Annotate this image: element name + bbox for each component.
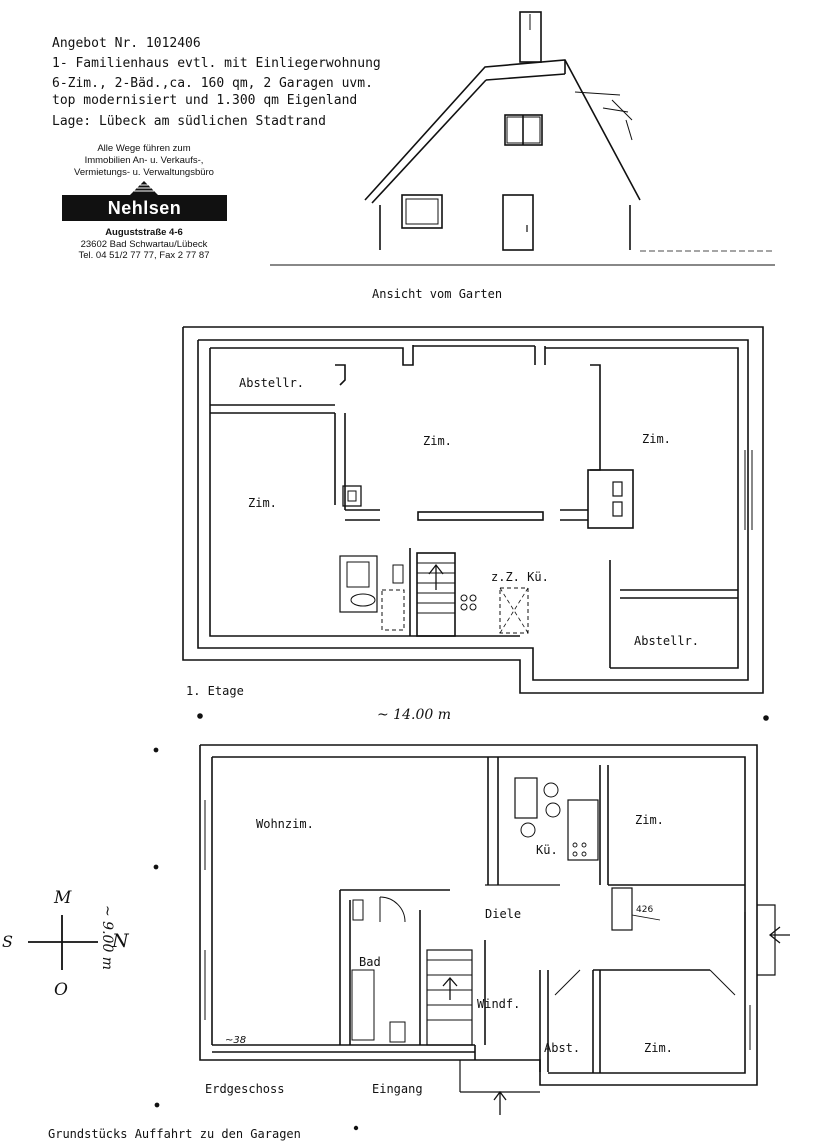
offer-line-modernized: top modernisiert und 1.300 qm Eigenland	[52, 93, 358, 108]
wall-thickness-note: ~38	[225, 1035, 247, 1046]
kitchen-counter-note: 426	[636, 905, 654, 915]
ground-floor-plan	[199, 744, 790, 1115]
ground-floor-title: Erdgeschoss	[205, 1082, 285, 1096]
entrance-label: Eingang	[372, 1082, 423, 1096]
agency-tagline-3: Vermietungs- u. Verwaltungsbüro	[74, 167, 214, 178]
agency-roof-icon	[130, 181, 158, 195]
width-dimension: ~ 14.00 m	[377, 707, 451, 723]
upper-room-zim-left: Zim.	[248, 496, 277, 510]
elevation-caption: Ansicht vom Garten	[372, 287, 503, 301]
compass-north-letter: N	[112, 930, 129, 952]
ground-room-diele: Diele	[485, 907, 522, 921]
compass-top-letter: M	[54, 888, 72, 908]
agency-name: Nehlsen	[107, 198, 182, 218]
ground-room-wohnzim: Wohnzim.	[256, 817, 314, 831]
upper-room-abstellr-left: Abstellr.	[239, 376, 305, 390]
garden-elevation-drawing	[270, 11, 775, 266]
compass-cross-icon	[28, 915, 98, 970]
ground-room-kueche: Kü.	[536, 843, 558, 857]
ground-room-abst: Abst.	[544, 1041, 581, 1055]
ground-room-windfang: Windf.	[477, 997, 521, 1011]
agency-address: Auguststraße 4-6 23602 Bad Schwartau/Lüb…	[48, 227, 240, 262]
offer-line-house: 1- Familienhaus evtl. mit Einliegerwohnu…	[52, 56, 381, 71]
ground-room-zim-bottom-right: Zim.	[644, 1041, 673, 1055]
upper-room-zim-center: Zim.	[423, 434, 452, 448]
ground-room-bad: Bad	[359, 955, 381, 969]
agency-tagline-1: Alle Wege führen zum	[97, 143, 191, 154]
upper-room-kueche: z.Z. Kü.	[491, 570, 549, 584]
agency-phone: Tel. 04 51/2 77 77, Fax 2 77 87	[78, 250, 210, 261]
offer-number: Angebot Nr. 1012406	[52, 36, 201, 51]
compass-south-letter: S	[2, 932, 13, 951]
agency-city: 23602 Bad Schwartau/Lübeck	[80, 238, 208, 250]
agency-street: Auguststraße 4-6	[105, 227, 183, 238]
compass-bottom-letter: O	[54, 980, 68, 1000]
driveway-caption: Grundstücks Auffahrt zu den Garagen	[48, 1127, 301, 1141]
upper-floor-plan	[182, 326, 764, 694]
upper-room-abstellr-right: Abstellr.	[634, 634, 700, 648]
agency-logo: Alle Wege führen zum Immobilien An- u. V…	[48, 143, 240, 271]
offer-line-location: Lage: Lübeck am südlichen Stadtrand	[52, 114, 326, 129]
agency-name-bar	[62, 195, 227, 221]
agency-tagline-2: Immobilien An- u. Verkaufs-,	[84, 155, 204, 166]
upper-floor-title: 1. Etage	[186, 684, 244, 698]
ground-room-zim-top-right: Zim.	[635, 813, 664, 827]
upper-room-zim-right: Zim.	[642, 432, 671, 446]
offer-line-rooms: 6-Zim., 2-Bäd.,ca. 160 qm, 2 Garagen uvm…	[52, 76, 373, 91]
